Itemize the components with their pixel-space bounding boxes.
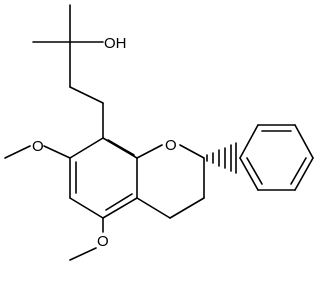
methoxy-top-oxygen-label: O (32, 138, 44, 155)
bond-ring-a-1 (102, 137, 138, 159)
bond-pyran-5 (136, 197, 171, 219)
bond-ring-a-1-double (107, 139, 135, 156)
ring-oxygen-label: O (165, 137, 177, 154)
bond-ring-a-6 (69, 137, 104, 159)
bond-pyran-2 (179, 144, 205, 159)
bond-chain-2 (69, 86, 104, 104)
bond-ome-top-2 (4, 145, 31, 159)
methoxy-bottom-oxygen-label: O (97, 233, 109, 250)
bond-pyran-4 (169, 197, 205, 219)
bond-ome-bottom-2 (69, 247, 97, 261)
bond-phenyl-1 (239, 124, 259, 159)
bond-ring-a-3 (102, 197, 138, 219)
bond-ring-a-3-double (105, 193, 133, 211)
bond-phenyl-6-double (246, 157, 263, 185)
bond-ome-top-1 (43, 145, 71, 159)
bond-phenyl-4-double (290, 157, 307, 185)
bond-phenyl-6 (239, 157, 259, 191)
bond-pyran-1 (136, 144, 163, 159)
bond-phenyl-4 (294, 157, 314, 191)
hashed-wedge-bond (206, 142, 237, 174)
bond-ring-a-4 (69, 197, 104, 219)
hydroxyl-label: OH (104, 35, 127, 52)
bond-phenyl-3 (294, 124, 314, 159)
